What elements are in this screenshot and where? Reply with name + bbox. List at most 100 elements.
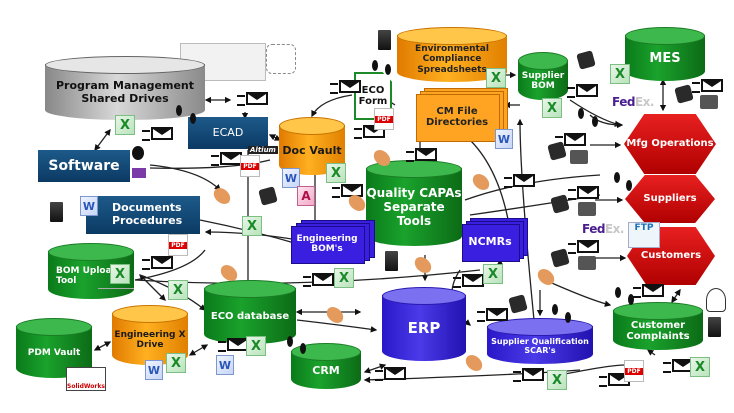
node-crm[interactable]: CRM [291, 343, 361, 389]
file-cabinet-icon [378, 30, 391, 50]
excel-icon: X [242, 216, 262, 236]
node-ecad[interactable]: ECAD [188, 117, 268, 149]
node-label: NCMRs [468, 234, 512, 248]
node-ncmrs[interactable]: NCMRs [462, 218, 528, 262]
fax-icon [700, 95, 718, 109]
node-software[interactable]: Software [38, 150, 130, 182]
footprint-icon [190, 113, 196, 124]
node-label: Program Management Shared Drives [55, 79, 195, 105]
email-icon [568, 186, 599, 200]
email-icon [513, 368, 544, 382]
footprint-icon [592, 116, 598, 127]
node-suppliers[interactable]: Suppliers [625, 175, 715, 223]
pdf-icon: PDF [374, 108, 394, 130]
link-ecoform-docvault [311, 94, 353, 118]
link-software-bom [149, 164, 221, 191]
email-icon [568, 240, 599, 254]
ftp-icon: FTP [628, 222, 660, 248]
pdf-icon: PDF [168, 234, 188, 256]
email-icon [477, 308, 508, 322]
node-quality-capas[interactable]: Quality CAPAs Separate Tools [366, 160, 462, 246]
node-mfg-operations[interactable]: Mfg Operations [624, 114, 716, 174]
footprint-icon [552, 304, 558, 315]
node-label: Doc Vault [282, 143, 342, 157]
link-hand-complaints [544, 279, 612, 307]
flowchart-icon [266, 44, 296, 74]
node-label: Environmental Compliance Spreadsheets [415, 43, 489, 75]
node-label: Supplier BOM [521, 70, 565, 91]
link-quality-cmfile [516, 118, 536, 331]
node-label: ECO database [210, 311, 290, 323]
email-icon [567, 84, 598, 98]
email-icon [237, 92, 268, 106]
node-erp[interactable]: ERP [382, 287, 466, 361]
node-eco-database[interactable]: ECO database [204, 280, 296, 344]
fax-icon [570, 150, 588, 164]
excel-icon: X [168, 280, 188, 300]
link-eco-erp-2 [296, 319, 378, 333]
windows-logo-icon [463, 148, 477, 162]
email-icon [330, 80, 361, 94]
node-documents-procedures[interactable]: Documents Procedures [86, 196, 200, 234]
footprint-icon [628, 294, 634, 305]
footprint-icon [578, 108, 584, 119]
node-label: ECO Form [358, 84, 388, 108]
node-cm-file-directories[interactable]: CM File Directories [416, 88, 508, 142]
pdf-icon: PDF [240, 155, 260, 177]
link-cmfile-ncmr [469, 139, 511, 231]
visual-studio-icon [132, 168, 146, 178]
email-icon [211, 152, 242, 166]
footprint-icon [614, 172, 620, 183]
fax-icon [578, 256, 596, 270]
excel-icon: X [166, 353, 186, 373]
excel-icon: X [326, 163, 346, 183]
email-icon [142, 256, 173, 270]
footprint-icon [626, 180, 632, 191]
org-chart-icon [98, 288, 134, 315]
file-cabinet-icon [708, 317, 721, 337]
access-icon: A [297, 186, 315, 206]
link-pdf-scar [559, 364, 626, 376]
email-icon [406, 148, 437, 162]
node-label: Customers [640, 250, 702, 262]
node-customer-complaints[interactable]: Customer Complaints [613, 302, 703, 350]
node-label: Suppliers [643, 193, 697, 205]
node-label: ECAD [212, 125, 244, 139]
node-label: CM File Directories [425, 105, 489, 129]
footprint-icon [176, 105, 182, 116]
node-label: Software [48, 157, 120, 174]
email-icon [142, 127, 173, 141]
excel-icon: X [690, 357, 710, 377]
node-label: Customer Complaints [626, 319, 690, 343]
email-icon [633, 284, 664, 298]
email-icon [504, 174, 535, 188]
excel-icon: X [110, 264, 130, 284]
node-mes[interactable]: MES [625, 27, 705, 81]
excel-icon: X [246, 336, 266, 356]
word-icon: W [282, 168, 300, 188]
windows-logo-icon [166, 150, 180, 164]
link-pm-software [94, 128, 111, 152]
node-label: Mfg Operations [626, 138, 714, 150]
node-supplier-bom[interactable]: Supplier BOM [518, 52, 568, 100]
word-icon: W [495, 129, 513, 149]
node-label: MES [649, 50, 681, 66]
excel-icon: X [542, 98, 562, 118]
link-xdrive-eco [188, 344, 209, 356]
link-crm-erp [363, 363, 387, 374]
email-icon [692, 79, 723, 93]
email-icon [555, 133, 586, 147]
node-program-management[interactable]: Program Management Shared Drives [45, 56, 205, 120]
pdf-icon: PDF [624, 360, 644, 382]
footprint-icon [372, 60, 378, 71]
frustrated-person-icon [706, 288, 726, 312]
node-supplier-qualification[interactable]: Supplier Qualification SCAR's [487, 318, 593, 364]
node-engineering-bom[interactable]: Engineering BOM's [291, 220, 375, 264]
word-icon: W [80, 196, 98, 216]
node-label: PDM Vault [27, 347, 81, 358]
footprint-icon [300, 343, 306, 354]
link-ecad-docvault [268, 134, 282, 141]
excel-icon: X [547, 370, 567, 390]
fedex-logo: FedEx. [612, 95, 654, 109]
node-bom-upload-tool[interactable]: BOM Upload Tool [48, 243, 134, 299]
